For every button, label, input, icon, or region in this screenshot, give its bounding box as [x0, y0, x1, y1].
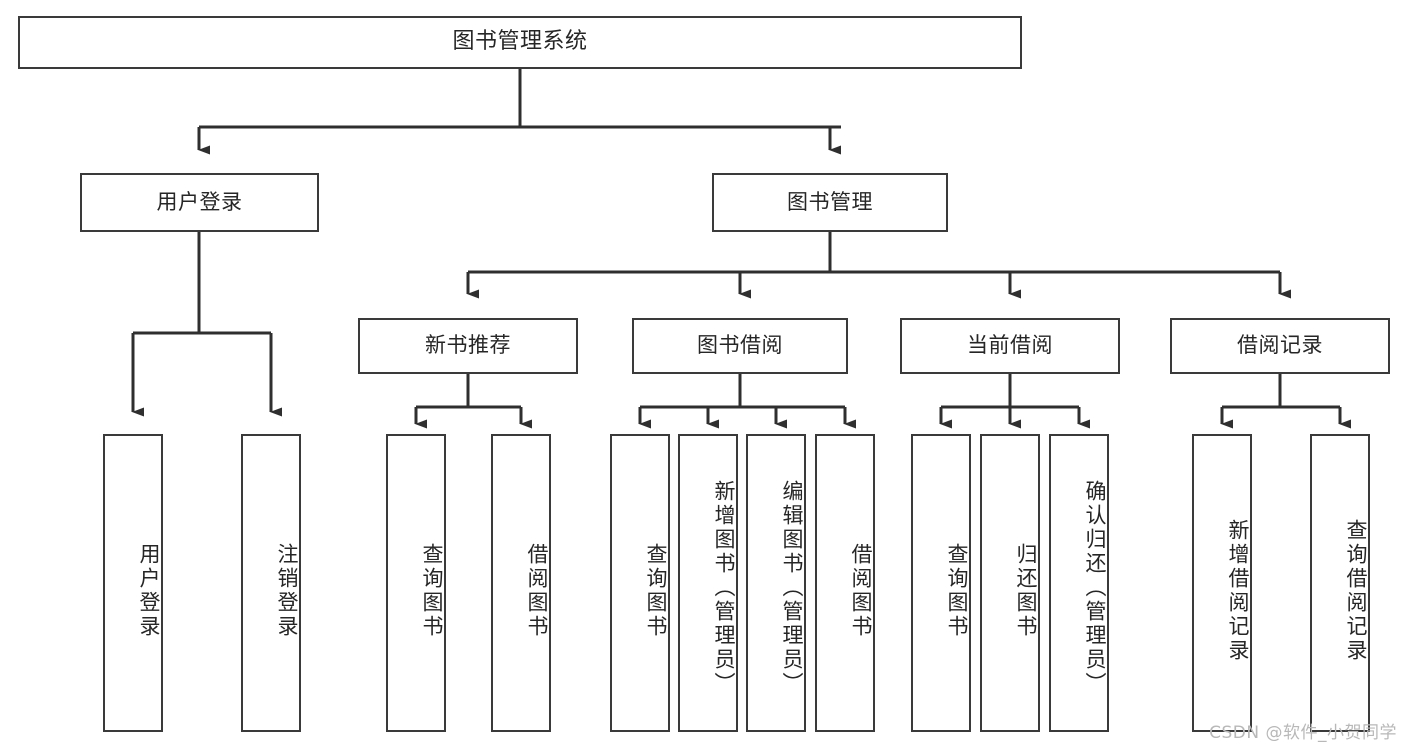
node-leaf-return-book[interactable]: 归还图书: [980, 434, 1040, 732]
node-leaf-add-book[interactable]: 新增图书（管理员）: [678, 434, 738, 732]
node-user-login-label: 用户登录: [156, 189, 243, 214]
node-book-manage[interactable]: 图书管理: [712, 173, 948, 232]
node-leaf-borrow-book-1-label: 借阅图书: [525, 543, 549, 639]
node-book-manage-label: 图书管理: [787, 189, 873, 214]
node-book-borrow-label: 图书借阅: [697, 333, 783, 358]
node-leaf-borrow-book-2-label: 借阅图书: [849, 543, 873, 639]
node-current-borrow-label: 当前借阅: [967, 333, 1053, 358]
node-leaf-query-record-label: 查询借阅记录: [1344, 519, 1368, 663]
node-leaf-add-record[interactable]: 新增借阅记录: [1192, 434, 1252, 732]
node-root[interactable]: 图书管理系统: [18, 16, 1022, 69]
node-borrow-record-label: 借阅记录: [1237, 333, 1323, 358]
node-leaf-user-logout-label: 注销登录: [275, 543, 299, 639]
node-new-book-rec[interactable]: 新书推荐: [358, 318, 578, 374]
node-leaf-user-login-label: 用户登录: [137, 543, 161, 639]
node-leaf-borrow-book-2[interactable]: 借阅图书: [815, 434, 875, 732]
node-user-login[interactable]: 用户登录: [80, 173, 319, 232]
node-leaf-confirm-return-label: 确认归还（管理员）: [1083, 480, 1107, 696]
node-borrow-record[interactable]: 借阅记录: [1170, 318, 1390, 374]
node-new-book-rec-label: 新书推荐: [425, 333, 511, 358]
node-leaf-query-book-1[interactable]: 查询图书: [386, 434, 446, 732]
node-leaf-query-book-3-label: 查询图书: [945, 543, 969, 639]
node-leaf-return-book-label: 归还图书: [1014, 543, 1038, 639]
node-leaf-query-book-2-label: 查询图书: [644, 543, 668, 639]
node-leaf-edit-book-label: 编辑图书（管理员）: [780, 480, 804, 696]
node-leaf-borrow-book-1[interactable]: 借阅图书: [491, 434, 551, 732]
node-leaf-query-book-1-label: 查询图书: [420, 543, 444, 639]
node-leaf-confirm-return[interactable]: 确认归还（管理员）: [1049, 434, 1109, 732]
node-leaf-user-login[interactable]: 用户登录: [103, 434, 163, 732]
watermark: CSDN @软件_小贺同学: [1209, 723, 1397, 743]
node-leaf-query-book-3[interactable]: 查询图书: [911, 434, 971, 732]
node-current-borrow[interactable]: 当前借阅: [900, 318, 1120, 374]
node-root-label: 图书管理系统: [452, 29, 588, 55]
node-leaf-add-record-label: 新增借阅记录: [1226, 519, 1250, 663]
node-leaf-query-record[interactable]: 查询借阅记录: [1310, 434, 1370, 732]
node-book-borrow[interactable]: 图书借阅: [632, 318, 848, 374]
node-leaf-add-book-label: 新增图书（管理员）: [712, 480, 736, 696]
node-leaf-edit-book[interactable]: 编辑图书（管理员）: [746, 434, 806, 732]
node-leaf-user-logout[interactable]: 注销登录: [241, 434, 301, 732]
node-leaf-query-book-2[interactable]: 查询图书: [610, 434, 670, 732]
